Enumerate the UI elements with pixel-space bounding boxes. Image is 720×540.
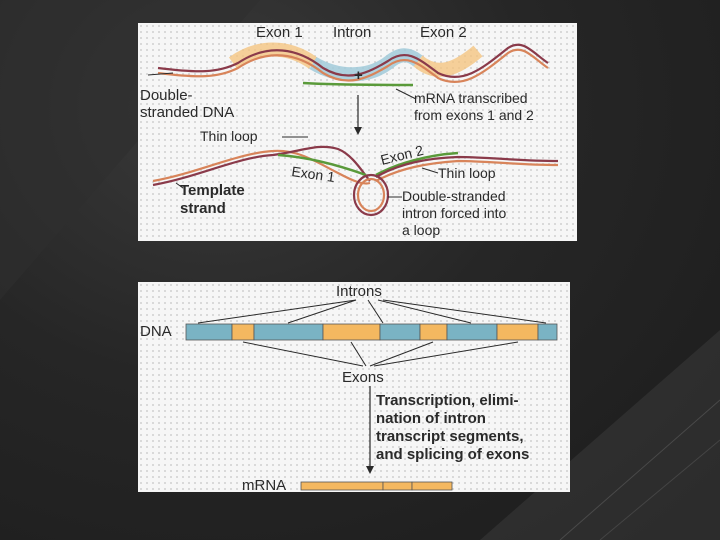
label-double-stranded-1: Double- bbox=[140, 87, 193, 104]
label-mrna-transcribed-2: from exons 1 and 2 bbox=[414, 107, 534, 123]
splicing-diagram: Introns DNA Exons bbox=[138, 282, 570, 492]
label-exon2: Exon 2 bbox=[420, 24, 467, 41]
label-intron: Intron bbox=[333, 24, 371, 41]
label-dna: DNA bbox=[140, 323, 172, 340]
label-exon1-small: Exon 1 bbox=[291, 163, 337, 185]
label-ds-intron-3: a loop bbox=[402, 222, 440, 238]
label-template-2: strand bbox=[180, 200, 226, 217]
exon-segment bbox=[300, 481, 384, 491]
dna-strand-red bbox=[157, 43, 549, 79]
exon-segment bbox=[231, 323, 255, 341]
label-mrna-transcribed-1: mRNA transcribed bbox=[414, 90, 528, 106]
intron-segment bbox=[379, 323, 421, 341]
mrna-bar bbox=[300, 481, 453, 491]
label-mrna: mRNA bbox=[242, 477, 286, 492]
label-template-1: Template bbox=[180, 182, 245, 199]
label-exon1: Exon 1 bbox=[256, 24, 303, 41]
intron-segment bbox=[446, 323, 498, 341]
exon-segment bbox=[411, 481, 453, 491]
label-ds-intron-1: Double-stranded bbox=[402, 188, 506, 204]
exon-segment bbox=[419, 323, 448, 341]
exon-segment bbox=[322, 323, 381, 341]
intron-loop-diagram: + Exon 1 Intron Exon 2 Double- stranded … bbox=[138, 23, 577, 241]
exon-pointer-lines bbox=[242, 341, 519, 367]
intron-loop bbox=[352, 173, 390, 217]
exon2-highlight bbox=[413, 45, 483, 77]
dna-bar bbox=[185, 323, 558, 341]
label-exons: Exons bbox=[342, 369, 384, 386]
label-thin-loop-left: Thin loop bbox=[200, 128, 258, 144]
exon-segment bbox=[496, 323, 539, 341]
label-double-stranded-2: stranded DNA bbox=[140, 104, 234, 121]
intron-pointer-lines bbox=[197, 299, 547, 324]
exon-segment bbox=[382, 481, 413, 491]
plus-sign: + bbox=[354, 67, 363, 84]
label-transcription-4: and splicing of exons bbox=[376, 446, 529, 463]
intron-segment bbox=[537, 323, 558, 341]
intron-segment bbox=[253, 323, 324, 341]
label-transcription-1: Transcription, elimi- bbox=[376, 392, 519, 409]
mrna-strand bbox=[302, 81, 414, 87]
dna-strand-orange bbox=[157, 48, 549, 84]
label-ds-intron-2: intron forced into bbox=[402, 205, 506, 221]
label-transcription-2: nation of intron bbox=[376, 410, 486, 427]
intron-segment bbox=[185, 323, 233, 341]
label-thin-loop-right: Thin loop bbox=[438, 165, 496, 181]
label-transcription-3: transcript segments, bbox=[376, 428, 524, 445]
label-introns: Introns bbox=[336, 283, 382, 300]
